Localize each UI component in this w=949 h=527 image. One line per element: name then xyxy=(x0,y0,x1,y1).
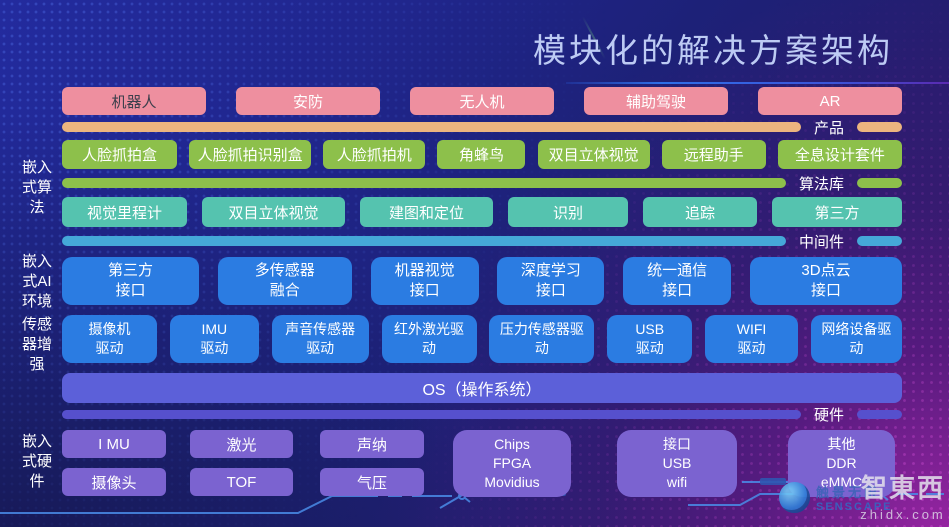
side-label-line: 传感 xyxy=(21,316,52,333)
separator-bar-end xyxy=(857,409,902,419)
watermark-brand: 智東西 xyxy=(860,473,945,503)
separator-bar xyxy=(62,236,786,246)
side-label-line: 强 xyxy=(29,356,45,373)
partner-logo-text: 触景无限 SENSCAPE xyxy=(816,482,893,513)
product-modules-row: 人脸抓拍盒 人脸抓拍识别盒 人脸抓拍机 角蜂鸟 双目立体视觉 远程助手 全息设计… xyxy=(62,140,902,169)
product-module-box: 人脸抓拍识别盒 xyxy=(189,140,312,169)
driver-box: USB 驱动 xyxy=(607,315,693,363)
separator-bar-end xyxy=(857,178,902,188)
top-accent-line xyxy=(566,82,949,84)
hardware-row: I MU 激光 声纳 摄像头 TOF 气压 Chips FPGA Movidiu… xyxy=(62,430,902,500)
separator-bar xyxy=(62,122,801,132)
middleware-box: 机器视觉 接口 xyxy=(370,257,479,305)
middleware-row: 第三方 接口 多传感器 融合 机器视觉 接口 深度学习 接口 统一通信 接口 3… xyxy=(62,257,902,305)
side-label-line: 法 xyxy=(29,199,45,216)
product-box: 辅助驾驶 xyxy=(584,87,728,115)
algorithm-box: 建图和定位 xyxy=(360,197,493,227)
driver-box: 压力传感器驱 动 xyxy=(489,315,595,363)
middleware-box: 深度学习 接口 xyxy=(497,257,605,305)
driver-box: IMU 驱动 xyxy=(169,315,259,363)
driver-box: 红外激光驱 动 xyxy=(381,315,477,363)
side-label-line: 器增 xyxy=(21,336,52,353)
separator-products: 产品 xyxy=(62,119,902,137)
driver-box: 摄像机 驱动 xyxy=(62,315,157,363)
driver-box: 网络设备驱 动 xyxy=(810,315,902,363)
product-module-box: 远程助手 xyxy=(661,140,766,169)
side-label-embedded-ai-environment: 嵌入 式AI 环境 xyxy=(12,252,62,312)
separator-hardware: 硬件 xyxy=(62,407,902,424)
side-label-line: 式硬 xyxy=(21,453,52,470)
driver-box: WIFI 驱动 xyxy=(705,315,799,363)
product-box: 安防 xyxy=(236,87,380,115)
side-label-line: 嵌入 xyxy=(21,159,52,176)
hw-small-box: TOF xyxy=(190,468,293,496)
product-module-box: 全息设计套件 xyxy=(777,140,902,169)
page-title: 模块化的解决方案架构 xyxy=(533,32,893,69)
hw-small-box: 气压 xyxy=(320,468,424,496)
side-label-line: 嵌入 xyxy=(21,253,52,270)
algorithm-box: 追踪 xyxy=(643,197,757,227)
products-row: 机器人 安防 无人机 辅助驾驶 AR xyxy=(62,87,902,115)
product-module-box: 人脸抓拍机 xyxy=(323,140,426,169)
hw-small-box: 摄像头 xyxy=(62,468,166,496)
algorithm-box: 双目立体视觉 xyxy=(202,197,345,227)
watermark-domain: zhidx.com xyxy=(860,507,946,522)
product-box: 无人机 xyxy=(410,87,554,115)
hw-tall-box: 接口 USB wifi xyxy=(617,430,737,497)
separator-label: 中间件 xyxy=(798,233,844,251)
side-label-line: 式AI xyxy=(22,273,52,290)
algorithm-box: 识别 xyxy=(508,197,628,227)
middleware-box: 3D点云 接口 xyxy=(749,257,902,305)
separator-algorithm-library: 算法库 xyxy=(62,175,902,193)
separator-label: 产品 xyxy=(813,119,844,137)
partner-logo: 触景无限 SENSCAPE xyxy=(779,482,893,513)
separator-bar-end xyxy=(857,122,902,132)
side-label-line: 式算 xyxy=(21,179,52,196)
partner-logo-cn: 触景无限 xyxy=(816,485,881,500)
product-module-box: 角蜂鸟 xyxy=(437,140,526,169)
side-label-line: 环境 xyxy=(21,293,52,310)
partner-logo-en: SENSCAPE xyxy=(816,501,893,513)
product-module-box: 双目立体视觉 xyxy=(537,140,650,169)
os-bar: OS（操作系统） xyxy=(62,373,902,403)
middleware-box: 第三方 接口 xyxy=(62,257,199,305)
middleware-box: 多传感器 融合 xyxy=(217,257,352,305)
separator-bar-end xyxy=(857,236,902,246)
middleware-box: 统一通信 接口 xyxy=(623,257,732,305)
side-label-line: 嵌入 xyxy=(21,433,52,450)
separator-middleware: 中间件 xyxy=(62,233,902,251)
hw-small-box: 激光 xyxy=(190,430,293,458)
product-module-box: 人脸抓拍盒 xyxy=(62,140,177,169)
driver-box: 声音传感器 驱动 xyxy=(271,315,369,363)
separator-label: 算法库 xyxy=(798,175,844,193)
hw-tall-box: Chips FPGA Movidius xyxy=(453,430,571,497)
algorithm-box: 第三方 xyxy=(772,197,902,227)
side-label-line: 件 xyxy=(29,473,45,490)
side-label-sensor-enhancement: 传感 器增 强 xyxy=(12,315,62,375)
separator-bar xyxy=(62,409,801,419)
watermark: 智東西 zhidx.com xyxy=(856,468,949,522)
side-label-embedded-algorithms: 嵌入 式算 法 xyxy=(12,158,62,218)
product-box: AR xyxy=(758,87,902,115)
hw-small-box: I MU xyxy=(62,430,166,458)
hw-tall-box: 其他 DDR eMMC xyxy=(788,430,895,497)
algorithms-row: 视觉里程计 双目立体视觉 建图和定位 识别 追踪 第三方 xyxy=(62,197,902,227)
drivers-row: 摄像机 驱动 IMU 驱动 声音传感器 驱动 红外激光驱 动 压力传感器驱 动 … xyxy=(62,315,902,363)
side-label-embedded-hardware: 嵌入 式硬 件 xyxy=(12,432,62,492)
hw-small-box: 声纳 xyxy=(320,430,424,458)
separator-bar xyxy=(62,178,786,188)
product-box: 机器人 xyxy=(62,87,206,115)
separator-label: 硬件 xyxy=(813,406,844,424)
partner-logo-icon xyxy=(779,482,810,513)
algorithm-box: 视觉里程计 xyxy=(62,197,187,227)
